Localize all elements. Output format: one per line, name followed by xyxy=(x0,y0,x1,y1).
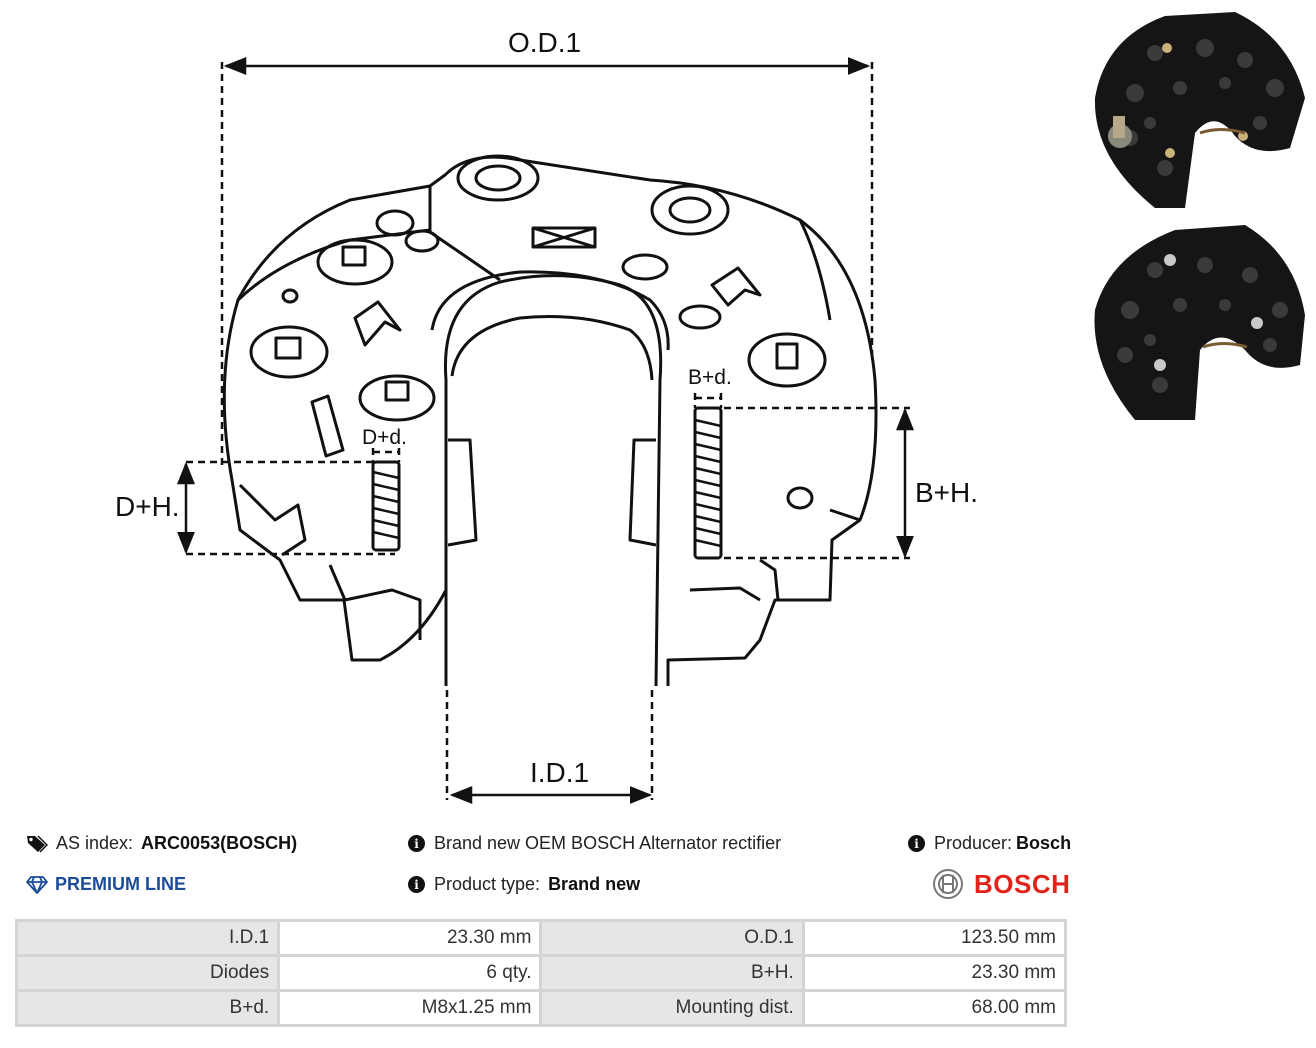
bosch-logo-icon xyxy=(932,868,964,900)
product-type-value: Brand new xyxy=(548,874,641,894)
diamond-icon xyxy=(26,875,48,894)
premium-line-label: PREMIUM LINE xyxy=(55,874,187,894)
info-icon: i xyxy=(908,835,925,852)
bosch-logo-text: BOSCH xyxy=(974,868,1071,899)
product-type-label: Product type: xyxy=(434,874,541,894)
spec-key: I.D.1 xyxy=(14,919,281,957)
description-row: i Brand new OEM BOSCH Alternator rectifi… xyxy=(408,833,781,854)
as-index-value: ARC0053(BOSCH) xyxy=(141,833,298,853)
spec-key: B+H. xyxy=(539,954,805,992)
dd-label: D+d. xyxy=(362,426,407,449)
product-photo-top xyxy=(1085,8,1310,213)
producer-row: i Producer: Bosch xyxy=(908,833,1071,854)
spec-key: Mounting dist. xyxy=(539,989,805,1027)
table-row: I.D.1 23.30 mm O.D.1 123.50 mm xyxy=(14,919,1068,957)
od-label: O.D.1 xyxy=(508,27,581,58)
description-text: Brand new OEM BOSCH Alternator rectifier xyxy=(434,833,782,853)
producer-value: Bosch xyxy=(1016,833,1072,853)
dh-label: D+H. xyxy=(115,491,180,522)
tag-icon xyxy=(26,834,48,854)
info-icon: i xyxy=(408,835,425,852)
info-icon: i xyxy=(408,876,425,893)
as-index-row: AS index: ARC0053(BOSCH) xyxy=(26,833,297,854)
spec-value: 23.30 mm xyxy=(277,919,543,957)
premium-line-row: PREMIUM LINE xyxy=(26,874,186,895)
spec-value: 23.30 mm xyxy=(801,954,1068,992)
id-label: I.D.1 xyxy=(530,757,589,788)
as-index-label: AS index: xyxy=(56,833,134,853)
spec-value: 6 qty. xyxy=(277,954,543,992)
spec-key: O.D.1 xyxy=(539,919,805,957)
producer-label: Producer: xyxy=(934,833,1013,853)
spec-value: 68.00 mm xyxy=(801,989,1068,1027)
spec-value: 123.50 mm xyxy=(801,919,1068,957)
bosch-logo: BOSCH xyxy=(932,868,1070,900)
spec-value: M8x1.25 mm xyxy=(277,989,543,1027)
rectifier-diagram: O.D.1 I.D.1 D+H. B+H. D+d. B+d. xyxy=(115,27,978,804)
product-type-row: i Product type: Brand new xyxy=(408,874,640,895)
table-row: Diodes 6 qty. B+H. 23.30 mm xyxy=(14,954,1068,992)
product-photo-bottom xyxy=(1085,215,1310,425)
bd-label: B+d. xyxy=(688,366,732,389)
spec-key: Diodes xyxy=(14,954,281,992)
spec-key: B+d. xyxy=(14,989,281,1027)
specs-table: I.D.1 23.30 mm O.D.1 123.50 mm Diodes 6 … xyxy=(14,919,1068,1027)
bh-label: B+H. xyxy=(915,477,978,508)
table-row: B+d. M8x1.25 mm Mounting dist. 68.00 mm xyxy=(14,989,1068,1027)
